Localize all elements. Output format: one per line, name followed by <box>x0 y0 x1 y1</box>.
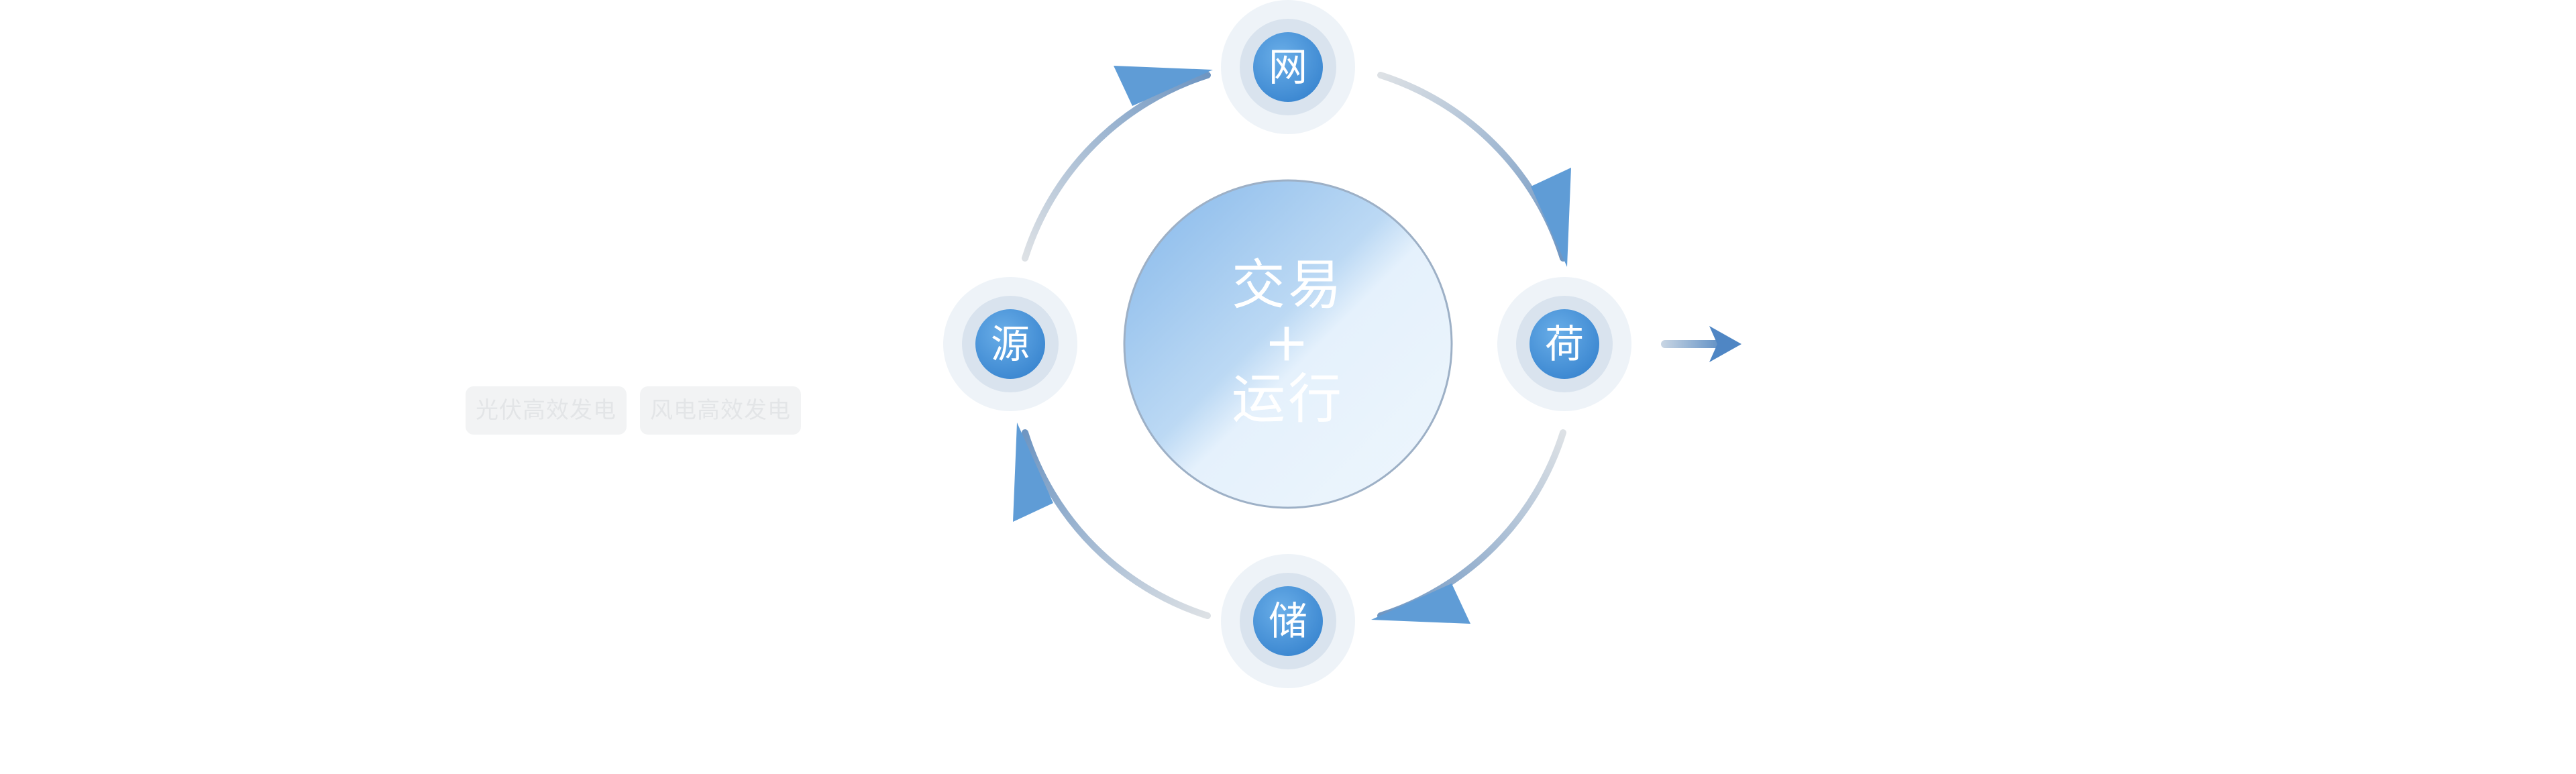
arrowhead-right <box>1531 168 1571 267</box>
center-circle <box>1123 179 1453 509</box>
arrowhead-bottom <box>1371 584 1470 624</box>
arrowhead-left <box>1013 423 1053 522</box>
center-text-line2: 运行 <box>1232 368 1344 431</box>
arc-bottom-to-left <box>1022 429 1211 619</box>
output-arrow-icon <box>1661 326 1741 362</box>
node-label-source: 源 <box>991 321 1030 367</box>
node-source: 源 <box>943 277 1077 411</box>
arc-right-to-bottom <box>1377 429 1566 619</box>
node-label-storage: 储 <box>1269 598 1307 644</box>
node-load: 荷 <box>1497 277 1631 411</box>
arc-top-to-right <box>1377 72 1566 262</box>
center-text-line1: 交易 <box>1232 254 1344 317</box>
arrowhead-top <box>1114 66 1213 106</box>
tag-pv-generation: 光伏高效发电 <box>466 386 627 435</box>
center-text-plus: + <box>1264 311 1311 374</box>
node-grid: 网 <box>1221 0 1355 134</box>
node-storage: 储 <box>1221 554 1355 688</box>
arc-left-to-top <box>1022 72 1211 262</box>
node-label-load: 荷 <box>1545 321 1584 367</box>
tag-wind-generation: 风电高效发电 <box>640 386 801 435</box>
node-label-grid: 网 <box>1269 44 1307 90</box>
